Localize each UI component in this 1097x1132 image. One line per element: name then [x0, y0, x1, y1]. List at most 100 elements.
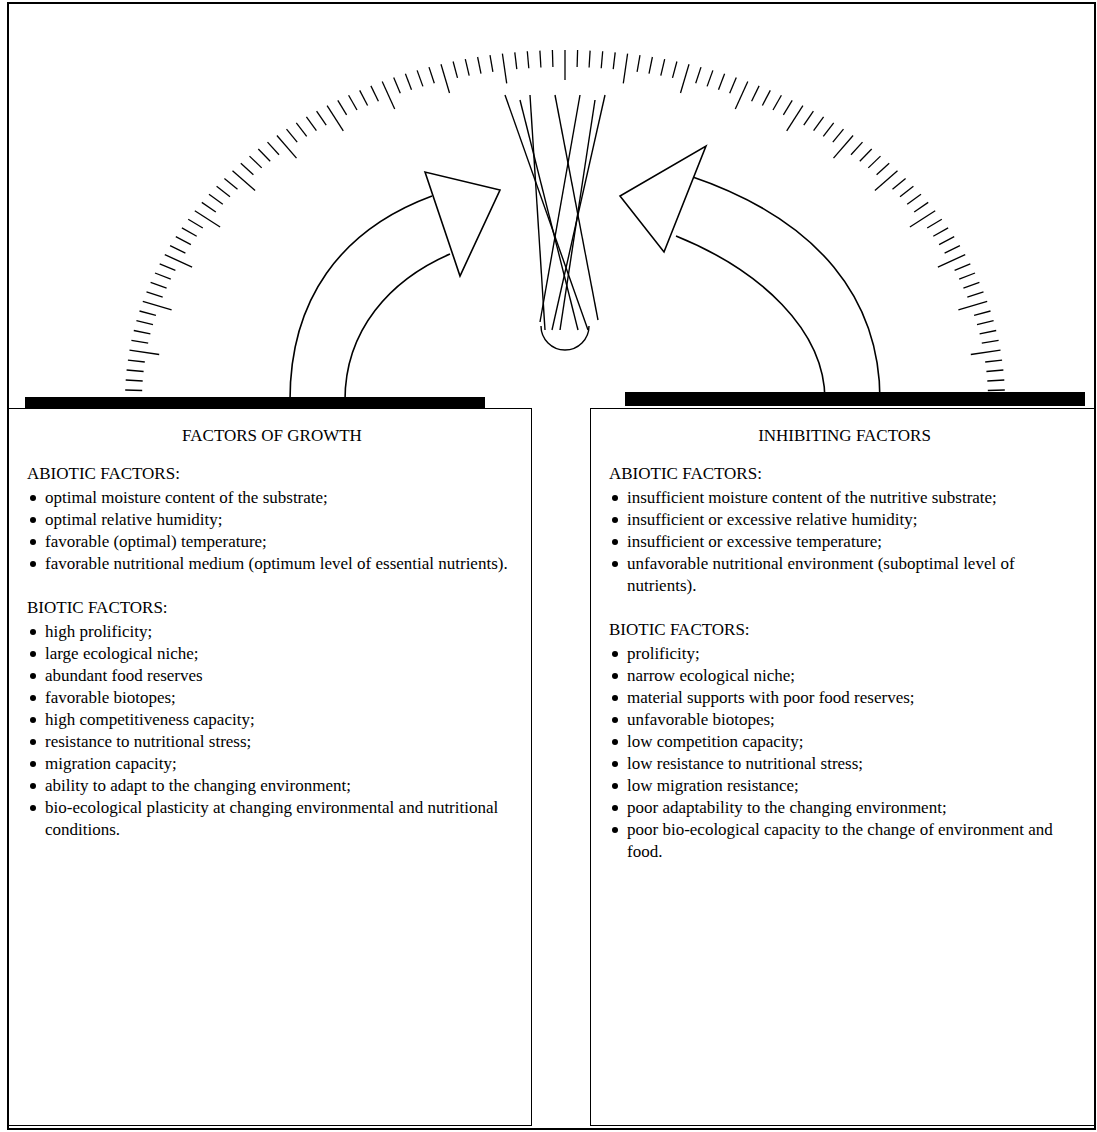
bullet-dot: [30, 517, 36, 523]
section-heading: ABIOTIC FACTORS:: [609, 463, 1080, 485]
gauge-needle: [505, 95, 605, 350]
scale-tick: [752, 86, 760, 101]
bullet-dot: [612, 805, 618, 811]
scale-tick: [209, 194, 223, 204]
scale-tick: [860, 149, 872, 161]
scale-tick: [268, 142, 280, 155]
scale-tick: [613, 52, 615, 69]
scale-tick: [317, 111, 327, 125]
bullet-dot: [612, 539, 618, 545]
factor-box: INHIBITING FACTORSABIOTIC FACTORS:insuff…: [590, 408, 1095, 1126]
bullet-item: poor bio-ecological capacity to the chan…: [609, 819, 1080, 863]
bullet-dot: [612, 761, 618, 767]
scale-tick: [833, 129, 844, 142]
bullet-item: insufficient moisture content of the nut…: [609, 487, 1080, 509]
bullet-item: unfavorable nutritional environment (sub…: [609, 553, 1080, 597]
bullet-text: bio-ecological plasticity at changing en…: [45, 798, 498, 839]
scale-tick: [971, 350, 1001, 354]
scale-tick: [182, 228, 197, 236]
scale-tick: [429, 67, 434, 83]
scale-tick: [327, 106, 343, 131]
scale-tick: [140, 311, 156, 315]
scale-tick: [773, 95, 781, 110]
scale-tick: [126, 380, 143, 381]
bullet-text: ability to adapt to the changing environ…: [45, 776, 351, 795]
bullet-item: low migration resistance;: [609, 775, 1080, 797]
scale-tick: [868, 156, 880, 168]
scale-tick: [955, 264, 971, 271]
scale-tick: [417, 70, 423, 86]
scale-tick: [673, 62, 677, 78]
scale-tick: [125, 389, 142, 391]
bullet-text: material supports with poor food reserve…: [627, 688, 915, 707]
scale-tick: [502, 54, 506, 84]
bullet-item: resistance to nutritional stress;: [27, 731, 517, 753]
scale-tick: [933, 228, 948, 236]
left-arc-arrow: [290, 172, 500, 400]
bullet-text: high prolificity;: [45, 622, 152, 641]
scale-tick: [877, 163, 890, 175]
bullet-dot: [612, 717, 618, 723]
factor-box: FACTORS OF GROWTHABIOTIC FACTORS:optimal…: [8, 408, 532, 1126]
scale-tick: [974, 311, 990, 315]
scale-tick: [224, 178, 237, 189]
scale-tick: [165, 255, 192, 268]
scale-tick: [151, 282, 167, 288]
scale-tick: [296, 123, 306, 137]
bullet-text: optimal relative humidity;: [45, 510, 223, 529]
bullet-text: narrow ecological niche;: [627, 666, 795, 685]
bullet-dot: [30, 495, 36, 501]
bullet-dot: [30, 739, 36, 745]
bullet-text: unfavorable biotopes;: [627, 710, 775, 729]
bullet-item: optimal moisture content of the substrat…: [27, 487, 517, 509]
scale-tick: [814, 117, 824, 131]
scale-tick: [188, 219, 203, 228]
scale-tick: [202, 202, 216, 212]
scale-tick: [338, 100, 347, 115]
scale-tick: [719, 74, 725, 90]
bullet-text: abundant food reserves: [45, 666, 203, 685]
bullet-dot: [30, 629, 36, 635]
bullet-dot: [30, 717, 36, 723]
scale-tick: [195, 211, 220, 227]
bullet-item: bio-ecological plasticity at changing en…: [27, 797, 517, 841]
scale-tick: [661, 59, 665, 76]
bullet-text: unfavorable nutritional environment (sub…: [627, 554, 1015, 595]
scale-tick: [910, 211, 935, 227]
scale-tick: [967, 292, 983, 297]
scale-tick: [540, 51, 541, 68]
scale-tick: [217, 186, 230, 196]
bullet-text: favorable nutritional medium (optimum le…: [45, 554, 508, 573]
scale-tick: [986, 370, 1003, 372]
scale-tick: [601, 51, 603, 68]
bullet-text: large ecological niche;: [45, 644, 199, 663]
scale-tick: [160, 264, 176, 271]
scale-tick: [696, 67, 701, 83]
scale-tick: [576, 50, 578, 67]
scale-tick: [176, 237, 191, 245]
bullet-text: high competitiveness capacity;: [45, 710, 255, 729]
scale-tick: [349, 95, 357, 110]
scale-tick: [147, 292, 163, 297]
bullet-item: optimal relative humidity;: [27, 509, 517, 531]
bullet-item: high competitiveness capacity;: [27, 709, 517, 731]
bullet-item: insufficient or excessive temperature;: [609, 531, 1080, 553]
bullet-dot: [612, 827, 618, 833]
bullet-dot: [612, 673, 618, 679]
bullet-item: migration capacity;: [27, 753, 517, 775]
bullet-item: unfavorable biotopes;: [609, 709, 1080, 731]
bullet-dot: [30, 561, 36, 567]
bullet-text: insufficient or excessive relative humid…: [627, 510, 918, 529]
bullet-item: insufficient or excessive relative humid…: [609, 509, 1080, 531]
scale-tick: [155, 273, 171, 279]
bullet-dot: [612, 651, 618, 657]
scale-tick: [963, 282, 979, 288]
box-heading: FACTORS OF GROWTH: [27, 425, 517, 447]
scale-tick: [730, 78, 737, 94]
bullet-item: favorable (optimal) temperature;: [27, 531, 517, 553]
scale-tick: [938, 255, 965, 268]
scale-tick: [834, 136, 854, 159]
scale-ticks: [125, 50, 1005, 400]
scale-tick: [131, 340, 148, 343]
scale-tick: [988, 389, 1005, 391]
